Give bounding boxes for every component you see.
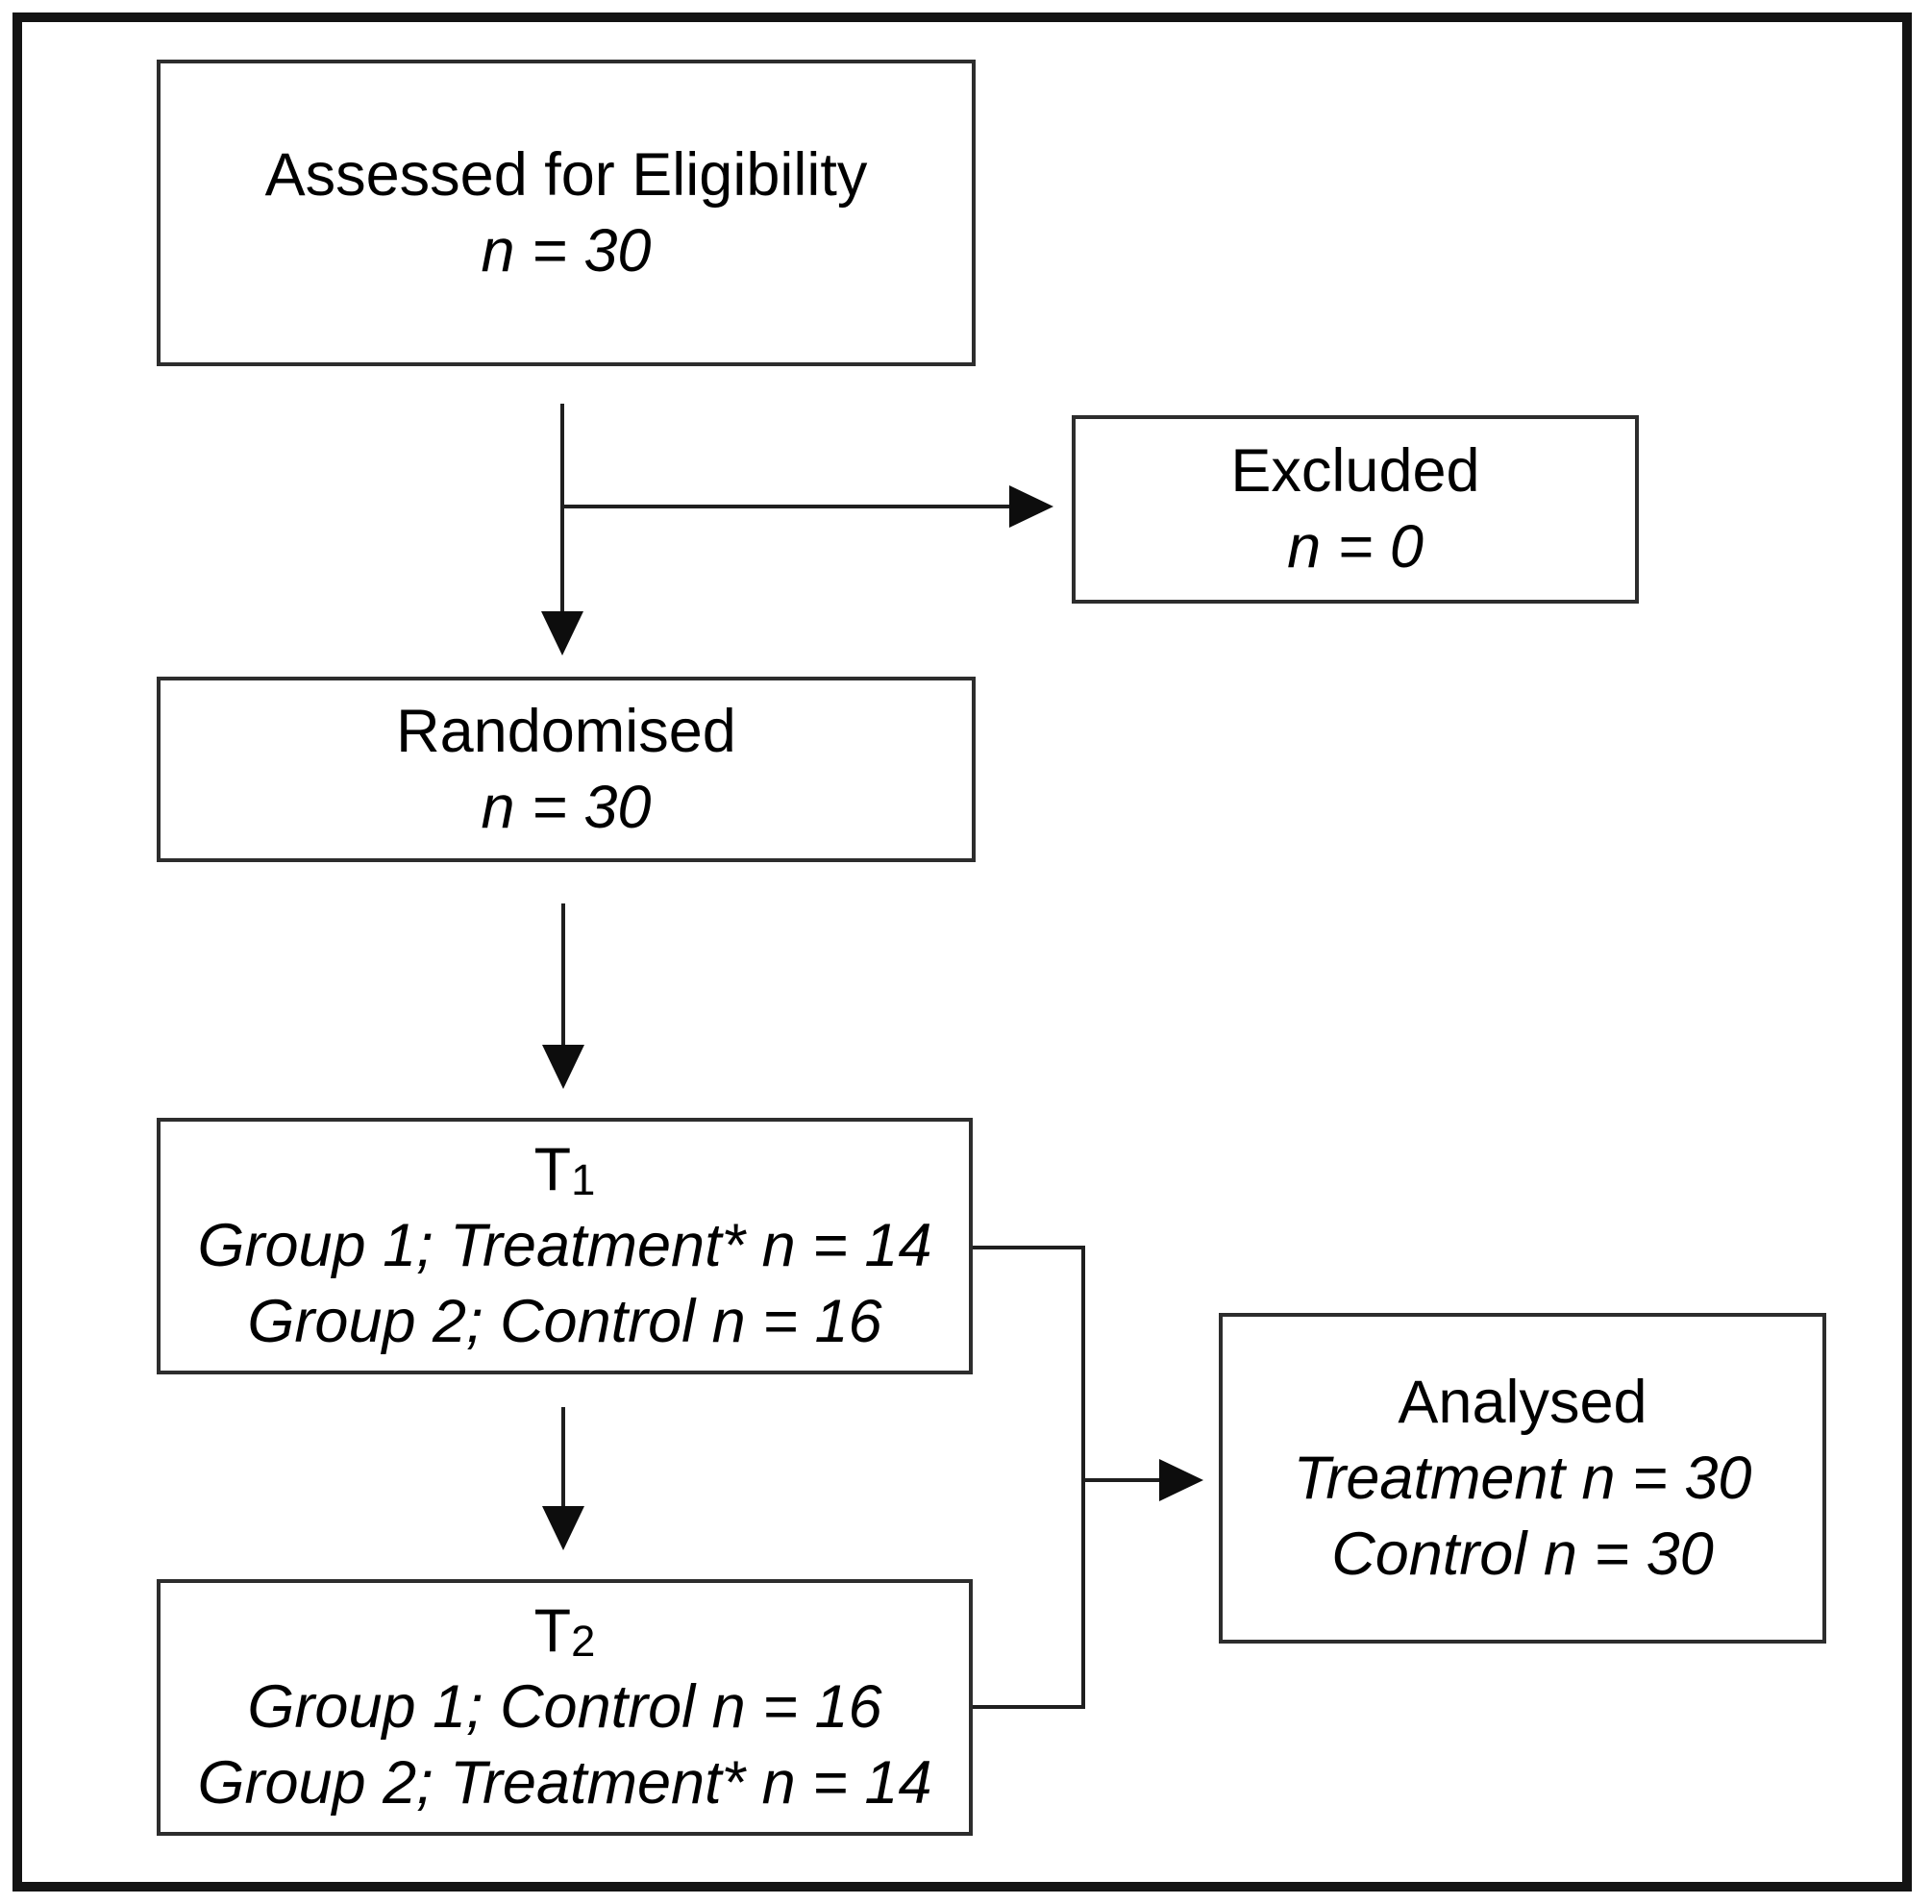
assessed-n-value: n = 30 [481, 216, 652, 284]
edge-t1-t2-join [973, 1246, 1085, 1709]
arrow-right-icon [1159, 1459, 1203, 1501]
t2-title-subscript: 2 [571, 1617, 596, 1667]
assessed-title: Assessed for Eligibility [264, 140, 868, 209]
box-timepoint-1: T1 Group 1; Treatment* n = 14 Group 2; C… [157, 1118, 973, 1374]
analysed-control-n: Control n = 30 [1331, 1520, 1714, 1588]
box-timepoint-2: T2 Group 1; Control n = 16 Group 2; Trea… [157, 1579, 973, 1836]
t1-title-subscript: 1 [571, 1155, 596, 1205]
box-excluded: Excluded n = 0 [1072, 415, 1639, 604]
randomised-title: Randomised [396, 697, 736, 765]
box-analysed: Analysed Treatment n = 30 Control n = 30 [1219, 1313, 1826, 1644]
analysed-title: Analysed [1398, 1368, 1647, 1436]
arrow-down-icon [542, 1506, 584, 1550]
excluded-title: Excluded [1230, 437, 1480, 505]
t2-group2: Group 2; Treatment* n = 14 [197, 1749, 932, 1817]
figure-border [12, 12, 1912, 1892]
t1-group2: Group 2; Control n = 16 [247, 1288, 882, 1355]
arrow-right-icon [1009, 485, 1053, 528]
box-randomised: Randomised n = 30 [157, 677, 976, 862]
t1-group1: Group 1; Treatment* n = 14 [197, 1212, 932, 1279]
arrow-down-icon [542, 1045, 584, 1089]
t1-title: T1 [534, 1132, 596, 1208]
randomised-n-value: n = 30 [481, 773, 652, 841]
box-assessed-for-eligibility: Assessed for Eligibility n = 30 [157, 60, 976, 366]
t2-title-main: T [533, 1597, 572, 1665]
t1-title-main: T [533, 1136, 572, 1203]
excluded-n-value: n = 0 [1287, 513, 1424, 581]
arrow-down-icon [541, 611, 583, 655]
t2-title: T2 [534, 1594, 596, 1669]
t2-group1: Group 1; Control n = 16 [247, 1673, 882, 1741]
analysed-treatment-n: Treatment n = 30 [1293, 1444, 1752, 1512]
